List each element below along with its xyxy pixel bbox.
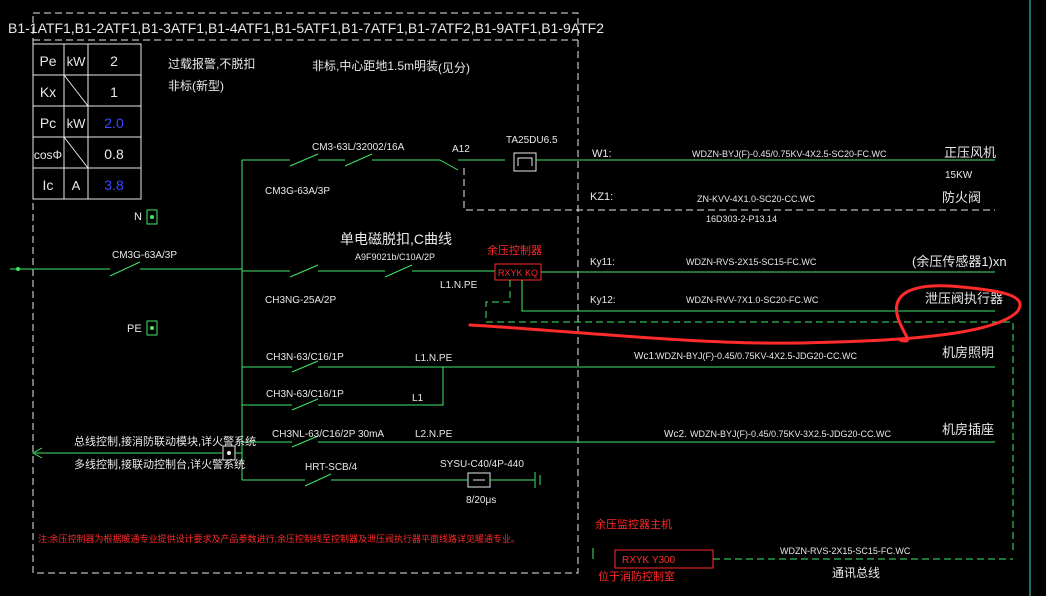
n-terminal-dot bbox=[150, 215, 154, 219]
rcbo-note: 单电磁脱扣,C曲线 bbox=[340, 231, 452, 247]
branch-wc2-conductors: L2.N.PE bbox=[415, 429, 453, 440]
circuit-wc1-load: 机房照明 bbox=[942, 345, 994, 360]
circuit-kz1-id: KZ1: bbox=[590, 191, 613, 203]
param-value-ic: 3.8 bbox=[104, 177, 124, 193]
contactor-symbol bbox=[439, 159, 459, 171]
circuit-w1-power: 15KW bbox=[945, 170, 973, 181]
circuit-kz1-cable: ZN-KVV-4X1.0-SC20-CC.WC bbox=[697, 194, 816, 204]
controller-title: 余压控制器 bbox=[487, 243, 542, 257]
param-unit-pe: kW bbox=[67, 54, 87, 69]
diag-slash-cos bbox=[63, 136, 89, 169]
circuit-w1-id: W1: bbox=[592, 148, 612, 160]
cm3-breaker-label: CM3-63L/32002/16A bbox=[312, 142, 405, 153]
param-value-cos: 0.8 bbox=[104, 146, 124, 162]
ch3n-1-breaker-label: CH3N-63/C16/1P bbox=[266, 352, 344, 363]
circuit-wc1-id: Wc1: bbox=[634, 351, 657, 362]
param-unit-pc: kW bbox=[67, 116, 87, 131]
n-terminal-label: N bbox=[134, 211, 142, 223]
controller-control-loop bbox=[485, 280, 1014, 550]
hrt-breaker-symbol bbox=[304, 473, 332, 487]
circuit-w1-cable: WDZN-BYJ(F)-0.45/0.75KV-4X2.5-SC20-FC.WC bbox=[692, 149, 887, 159]
reference-note: (见分) bbox=[438, 61, 470, 75]
ch3n-2-breaker-symbol bbox=[291, 398, 319, 411]
monitor-location: 位于消防控制室 bbox=[598, 569, 675, 583]
ch3ng-breaker-label: CH3NG-25A/2P bbox=[265, 295, 336, 306]
param-value-pc: 2.0 bbox=[104, 115, 124, 131]
cm3g-breaker-symbol bbox=[289, 153, 319, 167]
bottom-note: 注:余压控制器为根据暖通专业提供设计要求及产品参数进行,余压控制线至控制器及泄压… bbox=[38, 533, 520, 544]
param-name-cos: cosΦ bbox=[34, 148, 62, 162]
surge-note-1: 过载报警,不脱扣 bbox=[168, 56, 255, 71]
fire-link-note-1: 总线控制,接消防联动模块,详火警系统 bbox=[74, 434, 256, 448]
cm3g-breaker-label: CM3G-63A/3P bbox=[265, 186, 330, 197]
ch3n-1-breaker-symbol bbox=[291, 360, 319, 373]
branch-l1-conductor: L1 bbox=[412, 393, 424, 404]
controller-out-ky12 bbox=[521, 280, 995, 312]
circuit-wc2-id: Wc2. bbox=[664, 429, 687, 440]
param-value-pe: 2 bbox=[110, 53, 118, 69]
param-name-pc: Pc bbox=[40, 115, 56, 131]
spd-label: SYSU-C40/4P-440 bbox=[440, 459, 524, 470]
diag-slash-kx bbox=[63, 74, 89, 107]
param-value-kx: 1 bbox=[110, 84, 118, 100]
contactor-label: A12 bbox=[452, 144, 470, 155]
a9f-breaker-symbol bbox=[384, 264, 413, 278]
circuit-ky12-load: 泄压阀执行器 bbox=[925, 291, 1003, 306]
panel-enclosure bbox=[32, 12, 579, 574]
param-table bbox=[32, 43, 142, 200]
param-name-kx: Kx bbox=[40, 84, 56, 100]
pe-terminal-box bbox=[146, 320, 158, 336]
ch3n-2-breaker-label: CH3N-63/C16/1P bbox=[266, 389, 344, 400]
thermal-relay-glyph bbox=[517, 157, 533, 166]
main-breaker-label: CM3G-63A/3P bbox=[112, 250, 177, 261]
circuit-wc2-load: 机房插座 bbox=[942, 422, 994, 437]
pe-terminal-label: PE bbox=[127, 323, 142, 335]
cm3-breaker-symbol bbox=[344, 153, 373, 167]
incoming-terminal bbox=[16, 267, 20, 271]
thermal-relay-box bbox=[513, 152, 537, 172]
branch-wc1-conductors: L1.N.PE bbox=[415, 353, 453, 364]
circuit-kz1-ref: 16D303-2-P13.14 bbox=[706, 214, 777, 224]
monitor-model: RXYK Y300 bbox=[622, 555, 676, 566]
comm-bus-load: 通讯总线 bbox=[832, 566, 880, 580]
hrt-breaker-label: HRT-SCB/4 bbox=[305, 462, 357, 473]
comm-bus-cable: WDZN-RVS-2X15-SC15-FC.WC bbox=[780, 546, 911, 556]
circuit-wc1-cable: WDZN-BYJ(F)-0.45/0.75KV-4X2.5-JDG20-CC.W… bbox=[656, 351, 858, 361]
pe-terminal-dot bbox=[150, 326, 154, 330]
panel-title: B1-1ATF1,B1-2ATF1,B1-3ATF1,B1-4ATF1,B1-5… bbox=[8, 20, 604, 36]
circuit-w1-load: 正压风机 bbox=[944, 145, 996, 160]
main-breaker-symbol bbox=[109, 261, 141, 277]
spd-rating: 8/20μs bbox=[466, 495, 496, 506]
circuit-wc2-cable: WDZN-BYJ(F)-0.45/0.75KV-3X2.5-JDG20-CC.W… bbox=[690, 429, 892, 439]
circuit-ky11-cable: WDZN-RVS-2X15-SC15-FC.WC bbox=[686, 257, 817, 267]
controller-model: RXYK KQ bbox=[498, 268, 538, 278]
monitor-title: 余压监控器主机 bbox=[595, 517, 672, 531]
circuit-ky12-id: Ky12: bbox=[590, 295, 616, 306]
fire-link-arrow bbox=[31, 447, 43, 459]
ch3nl-breaker-symbol bbox=[291, 435, 319, 448]
ch3nl-breaker-label: CH3NL-63/C16/2P 30mA bbox=[272, 429, 384, 440]
circuit-kz1-load: 防火阀 bbox=[942, 190, 981, 205]
param-unit-ic: A bbox=[72, 178, 81, 193]
thermal-relay-label: TA25DU6.5 bbox=[506, 135, 558, 146]
red-markup-loop bbox=[468, 284, 1022, 345]
center-note: 非标,中心距地1.5m明装 bbox=[312, 58, 438, 73]
param-name-pe: Pe bbox=[39, 53, 56, 69]
fire-link-note-2: 多线控制,接联动控制台,详火警系统 bbox=[74, 457, 245, 471]
circuit-ky12-cable: WDZN-RVV-7X1.0-SC20-FC.WC bbox=[686, 295, 819, 305]
branch-l1-b bbox=[318, 367, 444, 406]
param-name-ic: Ic bbox=[43, 177, 54, 193]
fire-link-terminal-dot bbox=[227, 451, 231, 455]
circuit-ky11-load: (余压传感器1)xn bbox=[912, 254, 1007, 269]
a9f-breaker-label: A9F9021b/C10A/2P bbox=[355, 252, 435, 262]
control-kz1-line bbox=[463, 168, 995, 211]
surge-note-2: 非标(新型) bbox=[168, 78, 224, 93]
branch-ky-conductors: L1.N.PE bbox=[440, 280, 478, 291]
n-terminal-box bbox=[146, 209, 158, 225]
ch3ng-breaker-symbol bbox=[289, 264, 319, 278]
circuit-ky11-id: Ky11: bbox=[590, 257, 615, 268]
